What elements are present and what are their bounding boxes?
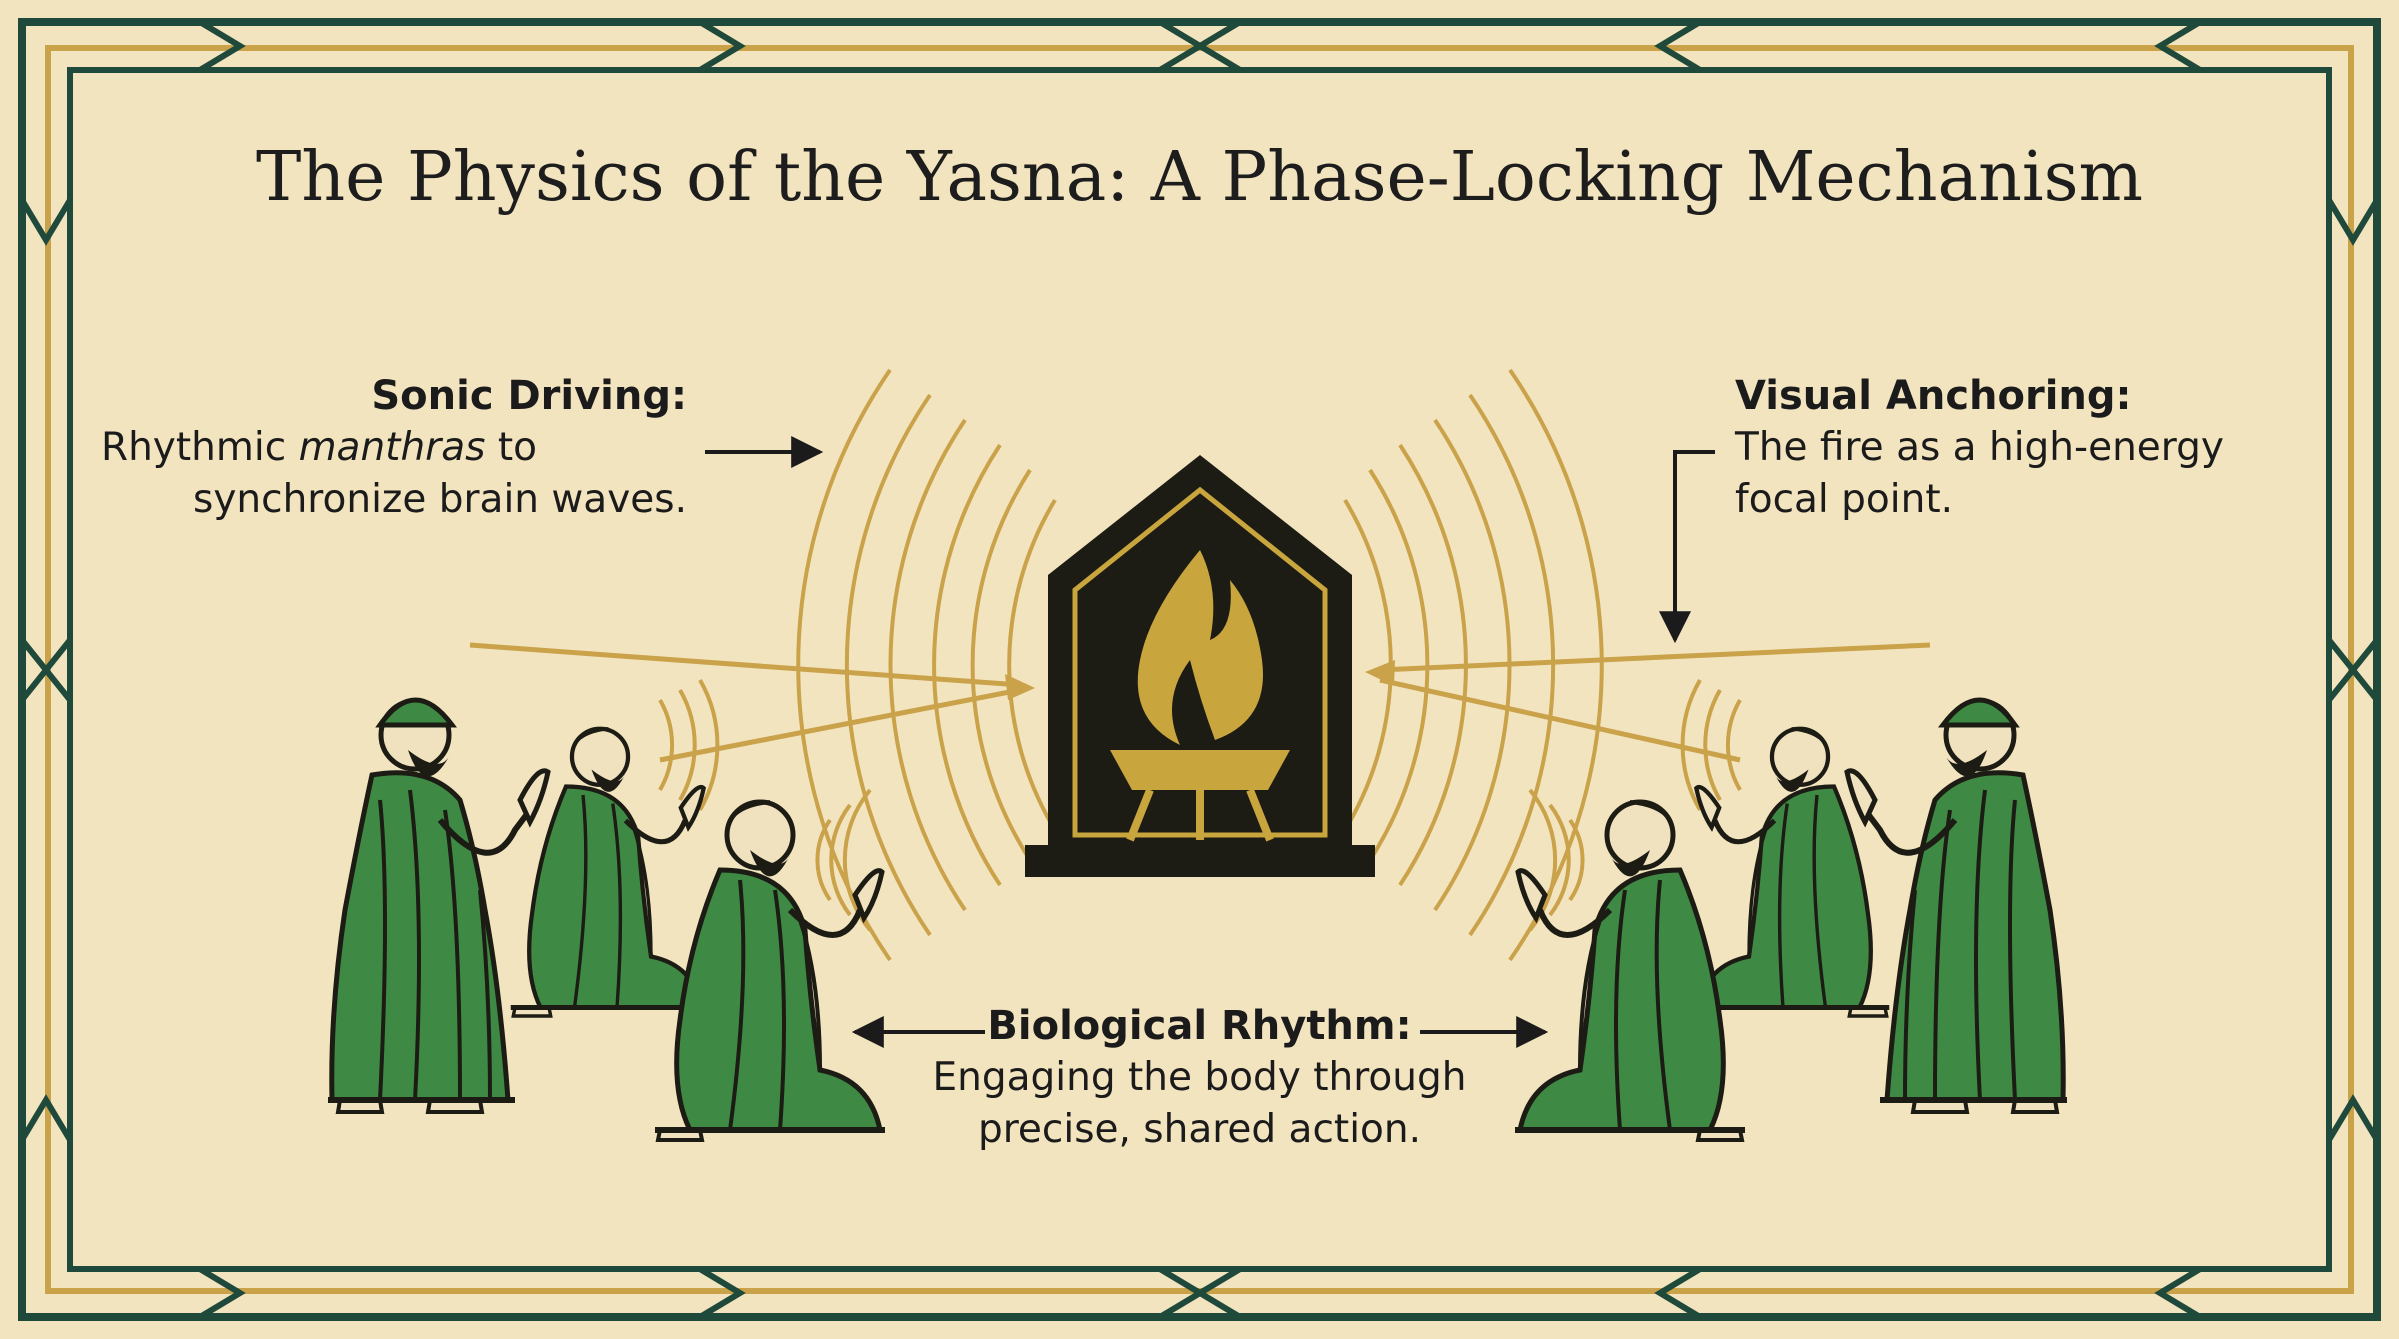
sonic-driving-body-line2: synchronize brain waves. [193,477,687,522]
sonic-body-emphasis: manthras [298,425,486,470]
sonic-body-post: to [485,425,537,470]
label-arrows [705,436,1715,1048]
sonic-driving-body: Rhythmic manthras to [101,422,687,474]
biological-rhythm-body-line1: Engaging the body through [932,1055,1467,1100]
visual-anchoring-heading: Visual Anchoring: [1735,373,2132,419]
fire-shrine-icon [1025,455,1375,877]
biological-rhythm-label: Biological Rhythm: Engaging the body thr… [0,1000,2399,1156]
visual-anchoring-body-line2: focal point. [1735,477,1954,522]
focus-rays [469,642,1931,763]
page-title: The Physics of the Yasna: A Phase-Lockin… [255,138,2144,217]
ornamental-border [18,18,2381,1321]
sound-wave-icon [658,368,1057,962]
biological-rhythm-heading: Biological Rhythm: [987,1003,1412,1049]
sonic-body-pre: Rhythmic [100,425,299,470]
sonic-driving-label: Sonic Driving: Rhythmic manthras to sync… [101,370,687,526]
biological-rhythm-body-line2: precise, shared action. [977,1107,1421,1152]
visual-anchoring-label: Visual Anchoring: The fire as a high-ene… [1735,370,2224,526]
visual-anchoring-body-line1: The fire as a high-energy [1735,425,2224,470]
sonic-driving-heading: Sonic Driving: [371,373,687,419]
